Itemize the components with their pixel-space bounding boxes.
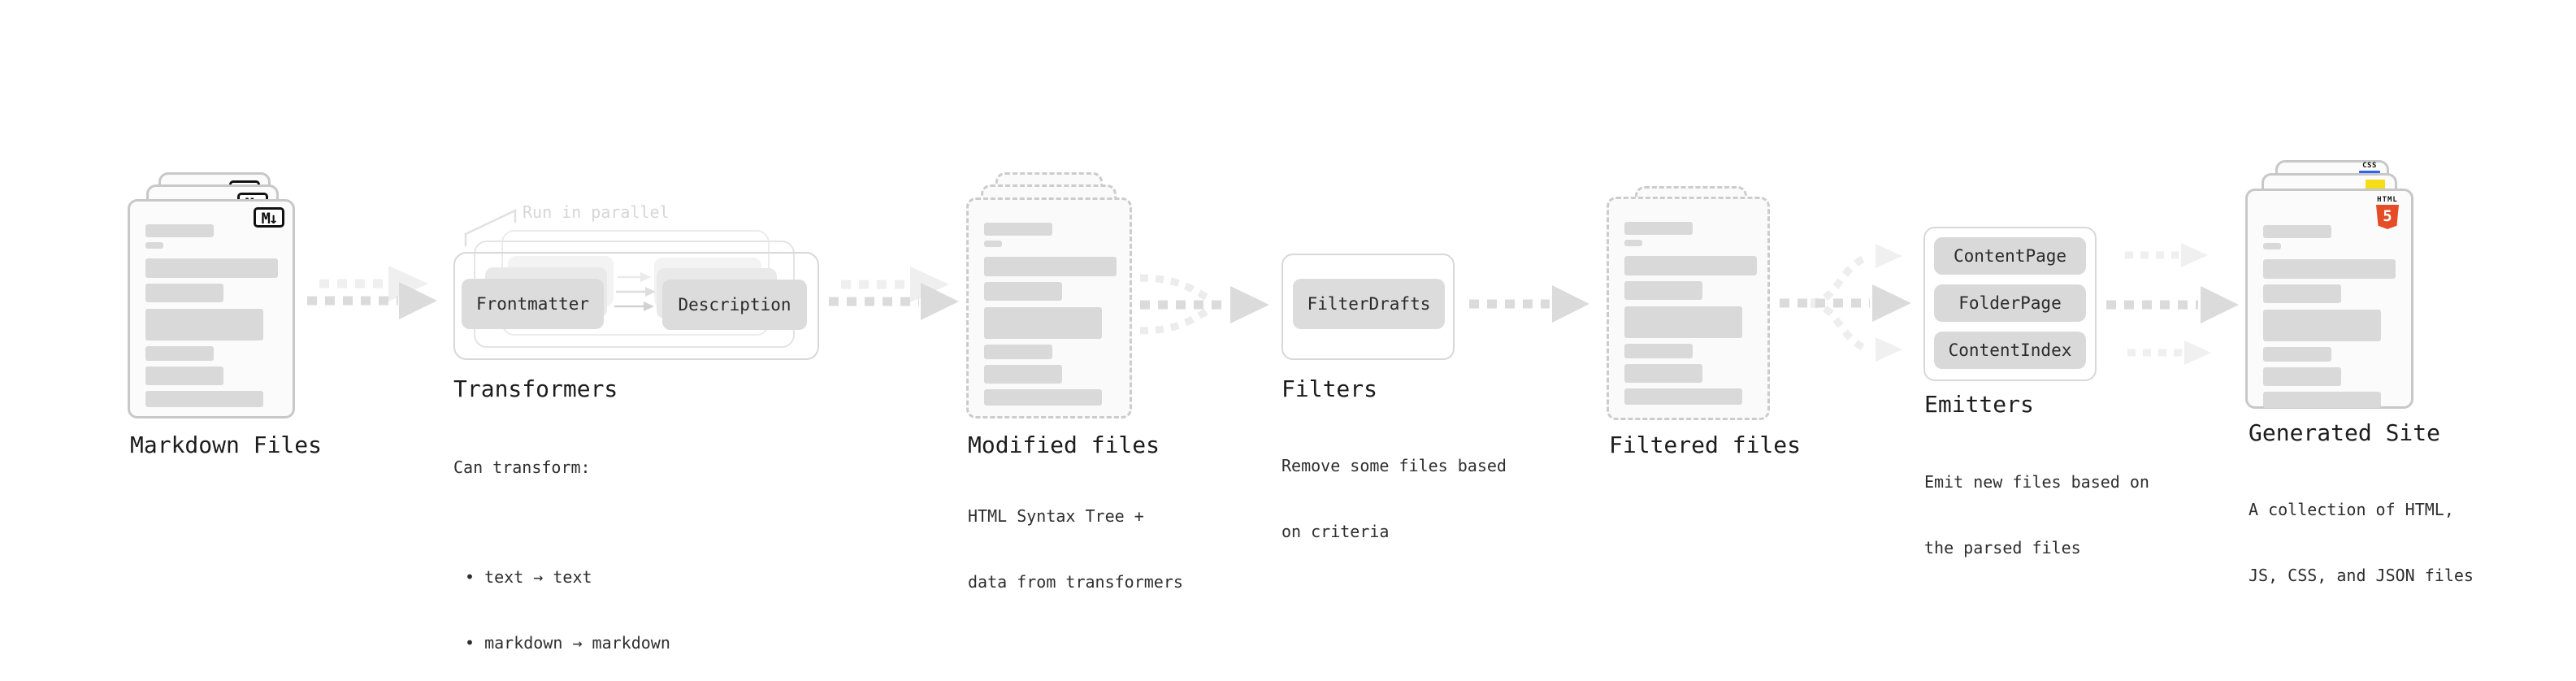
emitter-contentpage-box: ContentPage <box>1934 237 2086 275</box>
text-bar <box>1624 256 1757 275</box>
text-bar <box>2263 259 2396 279</box>
transformer-frontmatter-box: Frontmatter <box>462 279 604 329</box>
emitters-label: Emitters <box>1924 391 2034 418</box>
text-bar <box>145 224 214 237</box>
generated-html-card: HTML 5 <box>2245 189 2413 409</box>
file-content-placeholder <box>984 223 1117 406</box>
html5-icon-text: HTML <box>2377 196 2398 204</box>
text-bar <box>984 282 1062 301</box>
filters-description: Remove some files based on criteria <box>1281 411 1507 587</box>
text-bar <box>1624 222 1693 235</box>
text-bar <box>2263 367 2341 386</box>
markdown-icon: M↓ <box>254 207 284 228</box>
text-bar <box>1624 388 1742 405</box>
text-bar <box>1624 240 1642 246</box>
text-bar <box>145 284 223 302</box>
transformer-description-box: Description <box>662 280 807 330</box>
desc-line: on criteria <box>1281 522 1390 541</box>
js-icon <box>2366 180 2385 190</box>
bullet-item: • text → text <box>465 567 592 587</box>
filtered-file-card <box>1607 197 1770 420</box>
text-bar <box>984 365 1062 384</box>
text-bar <box>2263 284 2341 303</box>
arrow-emitters-to-site <box>2106 243 2239 365</box>
text-bar <box>1624 364 1702 383</box>
modified-files-description: HTML Syntax Tree + data from transformer… <box>968 462 1183 637</box>
filters-frame <box>1281 254 1455 360</box>
transformers-description: Can transform: • text → text • markdown … <box>453 413 670 681</box>
arrow-markdown-to-transformers <box>307 266 437 319</box>
text-bar <box>145 391 263 407</box>
transformers-label: Transformers <box>453 375 618 402</box>
text-bar <box>1624 344 1693 358</box>
text-bar <box>145 367 223 385</box>
bullet-item: • markdown → markdown <box>465 633 670 653</box>
markdown-file-card: M↓ <box>128 199 295 419</box>
arrow-filtered-to-emitters-split <box>1780 244 1911 362</box>
desc-line: data from transformers <box>968 572 1183 592</box>
transformer-frame <box>453 252 819 360</box>
css-icon-underline <box>2359 171 2380 174</box>
file-content-placeholder <box>145 224 278 407</box>
file-content-placeholder <box>2263 225 2396 408</box>
text-bar <box>984 257 1117 276</box>
text-bar <box>2263 392 2381 408</box>
text-bar <box>984 223 1052 236</box>
text-bar <box>984 307 1102 339</box>
desc-line: Remove some files based <box>1281 456 1507 475</box>
text-bar <box>145 309 263 340</box>
emitters-frame <box>1923 227 2097 381</box>
emitters-description: Emit new files based on the parsed files <box>1924 427 2149 603</box>
transformers-desc-heading: Can transform: <box>453 458 591 477</box>
html5-icon: HTML 5 <box>2374 196 2401 229</box>
markdown-files-label: Markdown Files <box>130 432 323 458</box>
text-bar <box>984 241 1002 247</box>
text-bar <box>984 389 1102 406</box>
desc-line: Emit new files based on <box>1924 472 2149 492</box>
arrow-transformers-to-modified <box>829 267 959 320</box>
generated-site-label: Generated Site <box>2249 419 2441 446</box>
transformers-bullet-list: • text → text • markdown → markdown • ht… <box>453 523 670 681</box>
emitter-folderpage-box: FolderPage <box>1934 284 2086 322</box>
desc-line: A collection of HTML, <box>2249 500 2454 519</box>
text-bar <box>1624 306 1742 338</box>
arrow-modified-to-filters-merge <box>1139 274 1269 335</box>
text-bar <box>984 345 1052 359</box>
filter-drafts-box: FilterDrafts <box>1293 279 1445 329</box>
generated-site-description: A collection of HTML, JS, CSS, and JSON … <box>2249 455 2474 631</box>
text-bar <box>145 258 278 278</box>
desc-line: HTML Syntax Tree + <box>968 506 1144 526</box>
text-bar <box>2263 347 2331 362</box>
text-bar <box>2263 225 2331 238</box>
css-icon: CSS <box>2359 162 2380 174</box>
filters-label: Filters <box>1281 375 1378 402</box>
desc-line: the parsed files <box>1924 538 2081 557</box>
text-bar <box>145 242 163 249</box>
arrow-filters-to-filtered <box>1469 285 1589 323</box>
file-content-placeholder <box>1624 222 1757 405</box>
modified-file-card <box>966 197 1132 419</box>
css-icon-text: CSS <box>2362 162 2377 170</box>
modified-files-label: Modified files <box>968 432 1160 458</box>
run-in-parallel-callout: Run in parallel <box>523 202 670 222</box>
text-bar <box>2263 243 2281 249</box>
text-bar <box>2263 310 2381 341</box>
filtered-files-label: Filtered files <box>1609 432 1802 458</box>
html5-icon-shield: 5 <box>2376 205 2399 229</box>
text-bar <box>145 346 214 361</box>
text-bar <box>1624 281 1702 300</box>
desc-line: JS, CSS, and JSON files <box>2249 566 2474 585</box>
emitter-contentindex-box: ContentIndex <box>1934 332 2086 369</box>
